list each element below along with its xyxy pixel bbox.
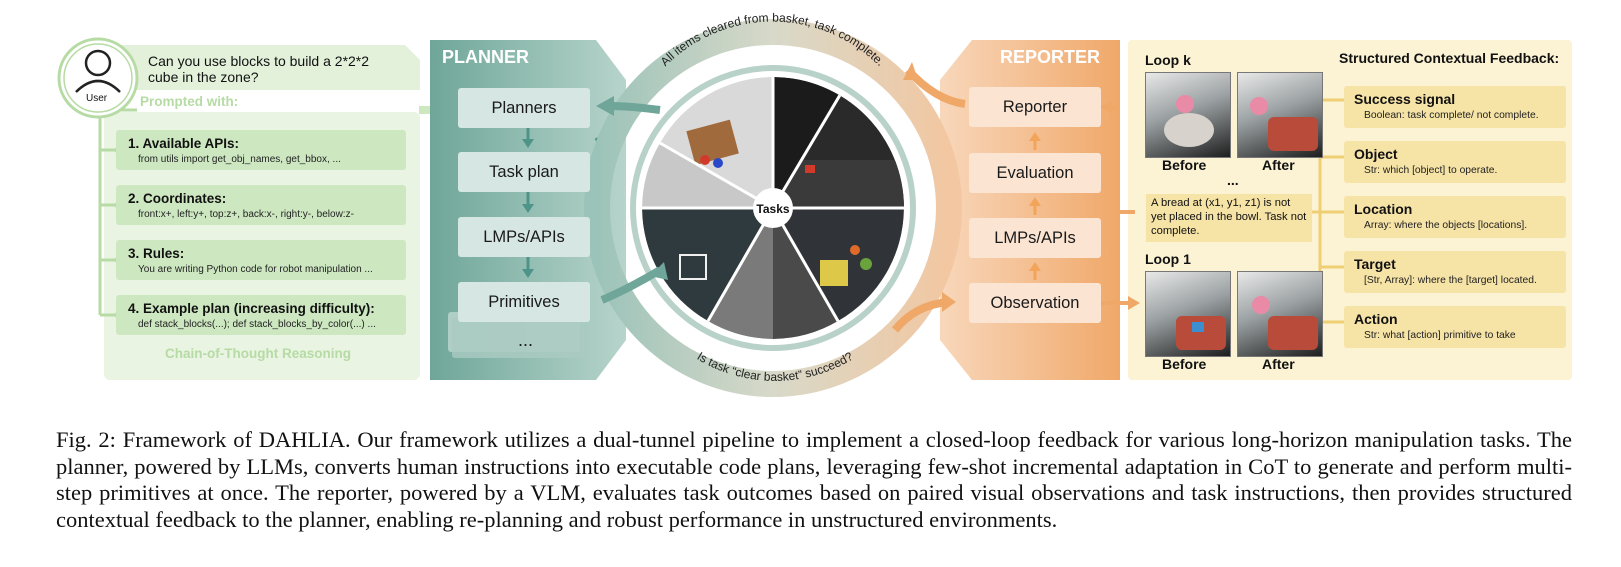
loop-1-after-label: After bbox=[1262, 356, 1295, 372]
feedback-title: Structured Contextual Feedback: bbox=[1339, 50, 1560, 66]
prompt-item-example-plan: 4. Example plan (increasing difficulty):… bbox=[116, 295, 406, 335]
feedback-item-success-signal: Success signal Boolean: task complete/ n… bbox=[1344, 86, 1566, 128]
user-icon bbox=[84, 49, 112, 77]
planner-more: ... bbox=[518, 330, 534, 350]
loop-1-before-label: Before bbox=[1162, 356, 1207, 372]
planner-title: PLANNER bbox=[442, 47, 530, 67]
loop-1-after-image bbox=[1237, 271, 1323, 357]
figure-caption: Fig. 2: Framework of DAHLIA. Our framewo… bbox=[56, 427, 1572, 532]
feedback-item-title: Target bbox=[1354, 256, 1396, 272]
prompt-item-detail: You are writing Python code for robot ma… bbox=[138, 264, 373, 275]
task-image-kitchen bbox=[708, 208, 773, 339]
feedback-item-detail: Str: what [action] primitive to take bbox=[1364, 330, 1516, 341]
feedback-item-title: Action bbox=[1354, 311, 1398, 327]
feedback-item-title: Object bbox=[1354, 146, 1398, 162]
reporter-ring-arrows bbox=[891, 62, 966, 333]
prompt-item-title: 3. Rules: bbox=[128, 246, 185, 261]
reporter-box-reporter: Reporter bbox=[969, 87, 1101, 127]
task-image-zone bbox=[642, 208, 773, 321]
reporter-box-lmps-apis: LMPs/APIs bbox=[969, 218, 1101, 258]
planner-box-planners: Planners bbox=[458, 88, 590, 128]
loop-k-before-label: Before bbox=[1162, 157, 1207, 173]
feedback-item-detail: Str: which [object] to operate. bbox=[1364, 165, 1498, 176]
planner-ring-arrows bbox=[596, 96, 668, 304]
planner-box-primitives: Primitives bbox=[458, 282, 590, 322]
planner-flow-arrows bbox=[522, 128, 534, 278]
task-images-pie bbox=[642, 77, 904, 339]
user-question: Can you use blocks to build a 2*2*2 cube… bbox=[148, 53, 370, 85]
feedback-item-detail: Boolean: task complete/ not complete. bbox=[1364, 110, 1539, 121]
planner-box-lmps-apis: LMPs/APIs bbox=[458, 217, 590, 257]
loop-ellipsis: ... bbox=[1227, 172, 1239, 188]
prompt-item-coordinates: 2. Coordinates: front:x+, left:y+, top:z… bbox=[116, 185, 406, 225]
feedback-item-title: Success signal bbox=[1354, 91, 1456, 107]
reporter-flow-arrows bbox=[1029, 132, 1041, 280]
user-question-bubble bbox=[100, 45, 420, 90]
prompt-heading: Prompted with: bbox=[140, 94, 239, 109]
feedback-item-title: Location bbox=[1354, 201, 1413, 217]
loop-k-after-label: After bbox=[1262, 157, 1295, 173]
loop-k-after-image bbox=[1237, 72, 1323, 158]
reporter-box-evaluation: Evaluation bbox=[969, 153, 1101, 193]
prompt-item-title: 2. Coordinates: bbox=[128, 191, 227, 206]
tasks-center bbox=[753, 188, 793, 228]
user-avatar bbox=[57, 37, 139, 119]
feedback-item-action: Action Str: what [action] primitive to t… bbox=[1344, 306, 1566, 348]
cot-label: Chain-of-Thought Reasoning bbox=[165, 346, 351, 361]
prompt-item-apis: 1. Available APIs: from utils import get… bbox=[116, 130, 406, 170]
planner-box-task-plan: Task plan bbox=[458, 152, 590, 192]
loop-k-label: Loop k bbox=[1145, 52, 1191, 68]
prompt-item-detail: def stack_blocks(...); def stack_blocks_… bbox=[138, 319, 376, 330]
task-image-tabletop bbox=[773, 77, 840, 208]
feedback-item-detail: Array: where the objects [locations]. bbox=[1364, 220, 1528, 231]
prompt-item-title: 1. Available APIs: bbox=[128, 136, 240, 151]
loop-1-before-image bbox=[1145, 271, 1231, 357]
loop-k-before-image bbox=[1145, 72, 1231, 158]
feedback-item-object: Object Str: which [object] to operate. bbox=[1344, 141, 1566, 183]
feedback-item-location: Location Array: where the objects [locat… bbox=[1344, 196, 1566, 238]
tasks-center-label: Tasks bbox=[756, 202, 789, 216]
user-label: User bbox=[86, 93, 108, 104]
prompt-item-detail: front:x+, left:y+, top:z+, back:x-, righ… bbox=[138, 209, 354, 220]
feedback-item-target: Target [Str, Array]: where the [target] … bbox=[1344, 251, 1566, 293]
reporter-box-observation: Observation bbox=[969, 283, 1101, 323]
loop-1-label: Loop 1 bbox=[1145, 251, 1191, 267]
prompt-item-rules: 3. Rules: You are writing Python code fo… bbox=[116, 240, 406, 280]
feedback-item-detail: [Str, Array]: where the [target] located… bbox=[1364, 275, 1537, 286]
prompt-item-detail: from utils import get_obj_names, get_bbo… bbox=[138, 154, 341, 165]
reporter-title: REPORTER bbox=[1000, 47, 1101, 67]
feedback-note: A bread at (x1, y1, z1) is not yet place… bbox=[1146, 194, 1312, 242]
prompt-item-title: 4. Example plan (increasing difficulty): bbox=[128, 301, 375, 316]
